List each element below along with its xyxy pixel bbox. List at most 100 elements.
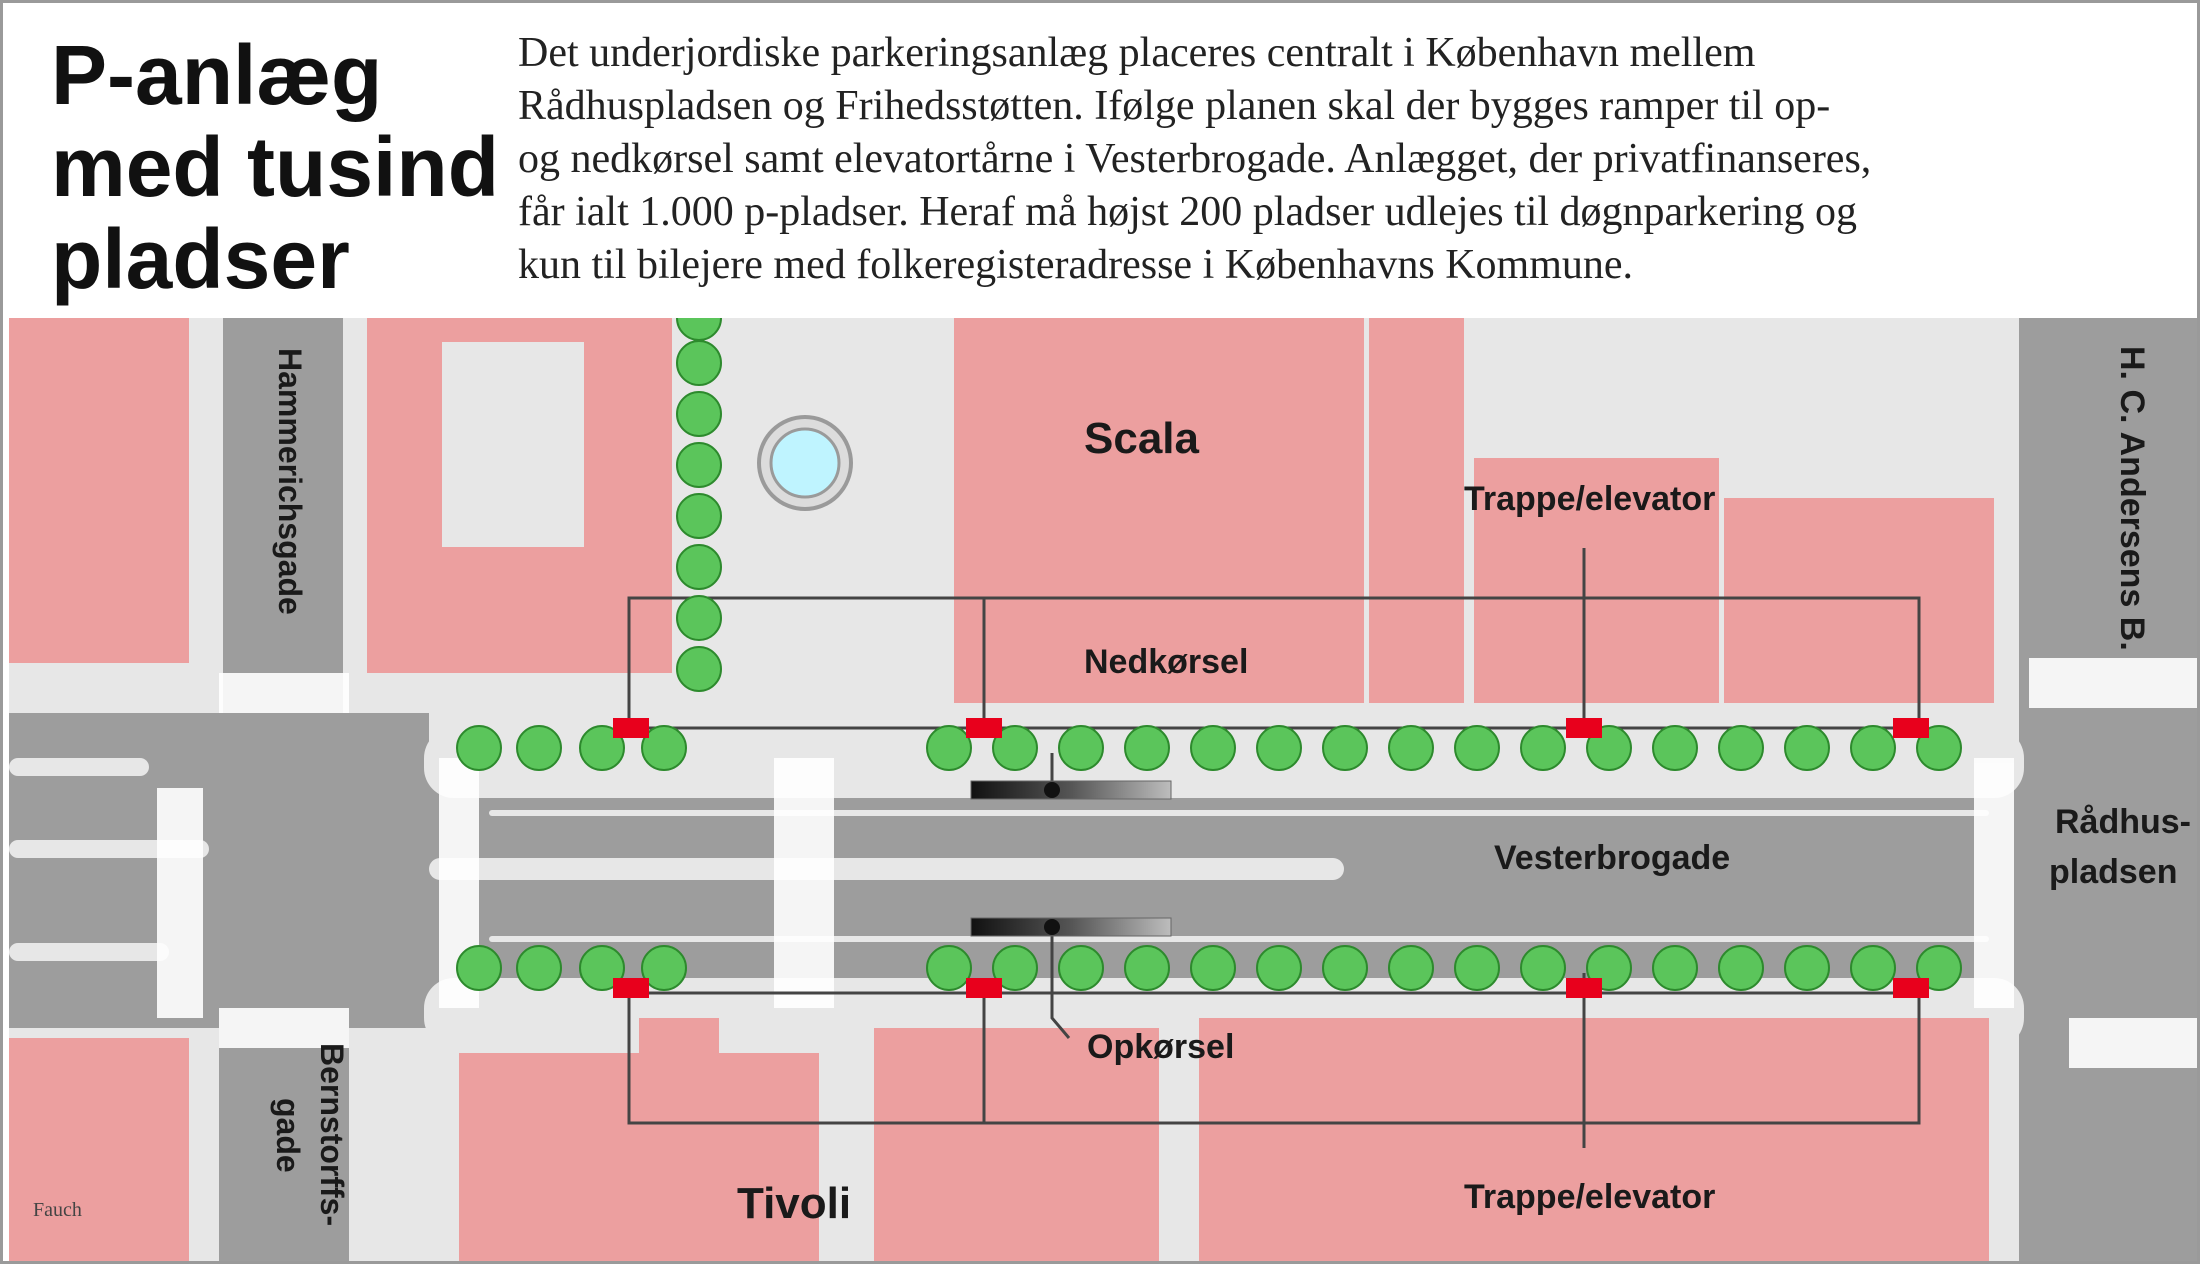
crosswalk-east (1974, 758, 2014, 1008)
trees (456, 318, 1962, 991)
building (1724, 498, 1994, 703)
tree-icon (1190, 725, 1236, 771)
ramps (970, 780, 1172, 937)
ramp-down-dot (1044, 782, 1060, 798)
annotation-ramp-up: Opkørsel (1087, 1028, 1234, 1066)
tree-icon (676, 646, 722, 692)
fountain-icon (757, 415, 853, 511)
crosswalks (157, 658, 2197, 1068)
tree-icon (1520, 945, 1566, 991)
lane-divider-north (489, 810, 1989, 816)
annotation-stair-north: Trappe/elevator (1464, 480, 1715, 518)
tree-icon (676, 391, 722, 437)
ramp-up (970, 917, 1172, 937)
tree-icon (1058, 945, 1104, 991)
crosswalk-bernstorffsgade (219, 1008, 349, 1048)
tree-icon (1652, 725, 1698, 771)
place-label-raadhuspladsen-1: Rådhus- (2055, 803, 2191, 841)
sidewalk-west-3 (9, 943, 169, 961)
annotation-ramp-down: Nedkørsel (1084, 643, 1248, 681)
tree-icon (1256, 725, 1302, 771)
tree-icon (676, 318, 722, 341)
crosswalk-vesterbrogade-2 (774, 758, 834, 1008)
courtyard (442, 342, 584, 547)
parking-outline-south (627, 991, 1921, 1125)
crosswalk-hc-andersens (2029, 658, 2197, 708)
tree-icon (1718, 945, 1764, 991)
annotation-stair-south: Trappe/elevator (1464, 1178, 1715, 1216)
crosswalk-west (157, 788, 203, 1018)
building (9, 1038, 189, 1261)
tree-icon (1652, 945, 1698, 991)
tree-icon (456, 725, 502, 771)
building (639, 1018, 719, 1098)
tree-icon (1718, 725, 1764, 771)
building (9, 318, 189, 663)
tree-icon (926, 725, 972, 771)
tree-icon (516, 945, 562, 991)
tree-icon (676, 595, 722, 641)
tree-icon (1520, 725, 1566, 771)
tree-icon (1454, 725, 1500, 771)
median-strip (429, 858, 1344, 880)
place-label-scala: Scala (1084, 414, 1200, 463)
stair-elevator-marker (613, 718, 649, 738)
tree-icon (676, 493, 722, 539)
tree-icon (676, 544, 722, 590)
ramp-up-dot (1044, 919, 1060, 935)
credit: Fauch (33, 1199, 82, 1221)
building (1474, 458, 1719, 703)
headline: P-anlæg med tusind pladser (51, 28, 500, 306)
place-label-raadhuspladsen-2: pladsen (2049, 853, 2177, 891)
intro-text: Det underjordiske parkeringsanlæg placer… (518, 30, 1872, 288)
tree-icon (1322, 725, 1368, 771)
stair-elevator-marker (966, 718, 1002, 738)
building (874, 1028, 1159, 1261)
place-label-tivoli: Tivoli (737, 1179, 851, 1228)
tree-icon (641, 945, 687, 991)
stair-elevator-marker (613, 978, 649, 998)
tree-icon (516, 725, 562, 771)
street-map: Hammerichsgade Bernstorffs- gade H. C. A… (9, 318, 2197, 1261)
ramp-down (970, 780, 1172, 800)
tree-icon (641, 725, 687, 771)
building (1199, 1018, 1989, 1261)
stair-elevator-marker (1566, 978, 1602, 998)
tree-icon (1388, 945, 1434, 991)
tree-icon (1190, 945, 1236, 991)
hc-andersens-road (2019, 318, 2197, 1261)
tree-icon (456, 945, 502, 991)
tree-icon (992, 725, 1038, 771)
tree-icon (676, 340, 722, 386)
tree-icon (1124, 945, 1170, 991)
leader-ramp-up (1050, 928, 1071, 1039)
street-surfaces (9, 318, 2197, 1261)
scala-building (954, 318, 1364, 703)
tree-icon (676, 442, 722, 488)
street-label-bernstorffsgade-1: Bernstorffs- (314, 1043, 350, 1226)
stair-elevator-marker (1566, 718, 1602, 738)
bernstorffsgade-road (219, 1018, 349, 1261)
street-label-hammerichsgade: Hammerichsgade (272, 348, 308, 615)
street-label-hc-andersens: H. C. Andersens B. (2113, 346, 2151, 651)
tree-icon (1454, 945, 1500, 991)
buildings (9, 318, 1994, 1261)
tree-icon (1850, 945, 1896, 991)
tree-icon (1124, 725, 1170, 771)
street-label-vesterbrogade: Vesterbrogade (1494, 839, 1730, 877)
stair-elevator-markers (613, 718, 1929, 998)
tree-icon (1256, 945, 1302, 991)
stair-elevator-marker (966, 978, 1002, 998)
tree-icon (1784, 945, 1830, 991)
stair-elevator-marker (1893, 718, 1929, 738)
sidewalk-west-1 (9, 758, 149, 776)
tree-icon (992, 945, 1038, 991)
street-label-bernstorffsgade-2: gade (270, 1098, 306, 1173)
crosswalk-raadhuspladsen (2069, 1018, 2197, 1068)
stair-elevator-marker (1893, 978, 1929, 998)
building (1369, 318, 1464, 703)
tree-icon (1322, 945, 1368, 991)
tree-icon (1388, 725, 1434, 771)
lane-divider-south (489, 936, 1989, 942)
